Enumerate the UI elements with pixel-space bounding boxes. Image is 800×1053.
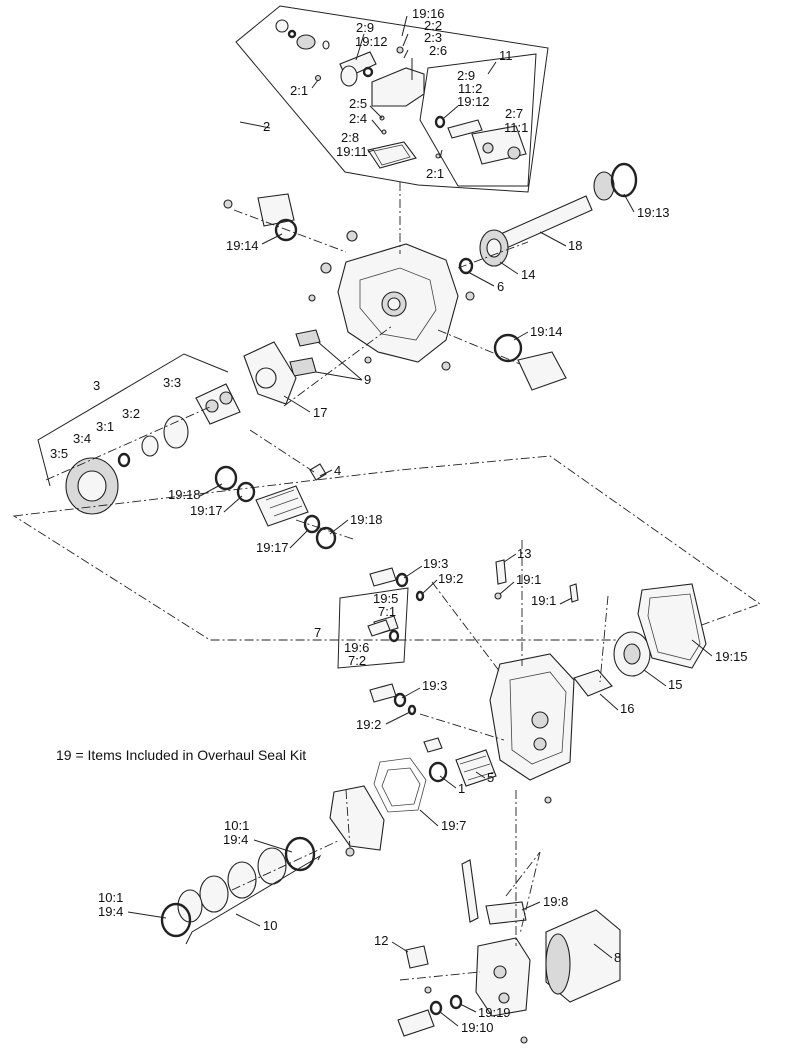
callout-10-1-b: 10:1 <box>98 890 123 905</box>
callout-19-13: 19:13 <box>637 205 670 220</box>
callout-19-5: 19:5 <box>373 591 398 606</box>
callout-19-15: 19:15 <box>715 649 748 664</box>
callout-19-4-b: 19:4 <box>98 904 123 919</box>
callout-2-2: 2:2 <box>424 18 442 33</box>
callout-11-1: 11:1 <box>504 120 528 135</box>
callout-19-2-b: 19:2 <box>356 717 381 732</box>
callout-15: 15 <box>668 677 682 692</box>
callout-19-19: 19:19 <box>478 1005 511 1020</box>
callout-3: 3 <box>93 378 100 393</box>
callout-2: 2 <box>263 119 270 134</box>
callout-2-1-b: 2:1 <box>426 166 444 181</box>
callout-5: 5 <box>487 770 494 785</box>
callout-2-8: 2:8 <box>341 130 359 145</box>
callout-19-16: 19:16 <box>412 6 445 21</box>
callout-19-14-b: 19:14 <box>530 324 563 339</box>
callout-19-17-b: 19:17 <box>256 540 289 555</box>
callout-9: 9 <box>364 372 371 387</box>
assembly-3-bracket <box>37 353 229 487</box>
callout-2-5: 2:5 <box>349 96 367 111</box>
assembly-11-outline <box>419 53 537 187</box>
callout-10: 10 <box>263 918 277 933</box>
callout-19-8: 19:8 <box>543 894 568 909</box>
assembly-2-leaders <box>239 15 497 159</box>
main-housing-group <box>223 162 638 481</box>
callout-2-4: 2:4 <box>349 111 367 126</box>
callout-19-4-a: 19:4 <box>223 832 248 847</box>
callout-19-1-a: 19:1 <box>516 572 541 587</box>
gasket-19-7 <box>373 757 427 813</box>
assembly-2-outline <box>235 5 549 193</box>
centerlines <box>45 182 609 981</box>
end-cover-gasket <box>637 583 707 669</box>
callout-6: 6 <box>497 279 504 294</box>
callout-2-6: 2:6 <box>429 43 447 58</box>
control-valve-assembly-group <box>235 5 549 193</box>
callout-19-10: 19:10 <box>461 1020 494 1035</box>
assembly-7-outline <box>337 587 409 669</box>
callout-19-7: 19:7 <box>441 818 466 833</box>
callout-2-9-a: 2:9 <box>356 20 374 35</box>
callout-1: 1 <box>458 781 465 796</box>
callout-4: 4 <box>334 463 341 478</box>
callout-3-4: 3:4 <box>73 431 91 446</box>
end-cover <box>329 785 385 851</box>
control-solenoid-part <box>275 19 527 169</box>
callout-19-17-a: 19:17 <box>190 503 223 518</box>
callout-19-18-a: 19:18 <box>168 487 201 502</box>
callout-7-2: 7:2 <box>348 653 366 668</box>
callout-17: 17 <box>313 405 327 420</box>
callout-3-5: 3:5 <box>50 446 68 461</box>
callout-16: 16 <box>620 701 634 716</box>
callout-3-1: 3:1 <box>96 419 114 434</box>
callout-12: 12 <box>374 933 388 948</box>
callout-2-1-a: 2:1 <box>290 83 308 98</box>
callout-19-6: 19:6 <box>344 640 369 655</box>
callout-14: 14 <box>521 267 535 282</box>
callout-19-3-a: 19:3 <box>423 556 448 571</box>
callout-2-3: 2:3 <box>424 30 442 45</box>
callout-19-3-b: 19:3 <box>422 678 447 693</box>
callout-3-2: 3:2 <box>122 406 140 421</box>
callout-3-3: 3:3 <box>163 375 181 390</box>
callout-2-7: 2:7 <box>505 106 523 121</box>
callout-19-18-b: 19:18 <box>350 512 383 527</box>
callout-18: 18 <box>568 238 582 253</box>
callout-2-9-b: 2:9 <box>457 68 475 83</box>
callout-19-14-a: 19:14 <box>226 238 259 253</box>
callout-11-2: 11:2 <box>458 81 482 96</box>
callout-19-12-a: 19:12 <box>355 34 388 49</box>
callout-19-12-b: 19:12 <box>457 94 490 109</box>
callout-19-2-a: 19:2 <box>438 571 463 586</box>
callout-19-11: 19:11 <box>336 144 368 159</box>
overhaul-seal-kit-note: 19 = Items Included in Overhaul Seal Kit <box>56 747 306 763</box>
callout-labels: 19:16 2:2 2:9 19:12 2:3 2:6 11 2:1 2:9 1… <box>50 6 748 1035</box>
callout-19-1-b: 19:1 <box>531 593 556 608</box>
assembly-10-bracket <box>185 854 322 945</box>
servo-piston-group <box>214 465 337 550</box>
lower-housing-group <box>12 455 761 804</box>
callout-13: 13 <box>517 546 531 561</box>
leader-lines <box>127 193 713 1027</box>
callout-11: 11 <box>499 48 513 63</box>
callout-7: 7 <box>314 625 321 640</box>
filter-adapter <box>573 669 613 697</box>
assembly-3-group <box>37 353 241 515</box>
callout-8: 8 <box>614 950 621 965</box>
callout-10-1-a: 10:1 <box>224 818 249 833</box>
rear-charge-pump <box>517 351 567 391</box>
charge-pump-left <box>257 193 295 227</box>
bottom-assembly-group <box>160 757 621 1044</box>
callout-7-1: 7:1 <box>378 604 396 619</box>
filter-gasket-bracket <box>485 901 527 925</box>
